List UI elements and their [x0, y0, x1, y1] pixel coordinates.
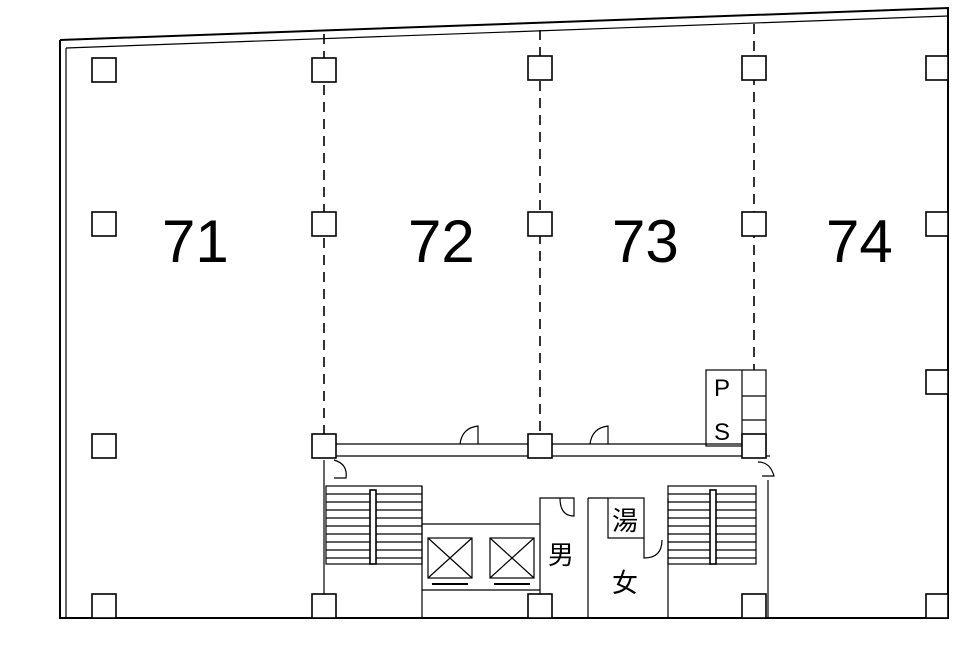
column: [741, 211, 767, 237]
column: [311, 593, 337, 619]
ps-label-bottom: S: [714, 419, 730, 446]
column: [527, 593, 553, 619]
column: [311, 211, 337, 237]
column: [925, 55, 949, 81]
kitchenette-label: 湯: [612, 507, 638, 537]
column: [925, 369, 949, 395]
womens-restroom: 湯 女: [588, 497, 669, 618]
mens-restroom: 男: [539, 497, 589, 618]
outer-walls: [59, 6, 949, 619]
column: [925, 211, 949, 237]
elevator-2: [489, 537, 535, 585]
elevator-1: [427, 537, 473, 585]
column: [741, 433, 767, 459]
unit-label-74: 74: [826, 208, 893, 275]
columns: [91, 55, 949, 619]
ps-shaft: P S: [705, 369, 767, 447]
unit-label-71: 71: [162, 208, 229, 275]
column: [91, 57, 117, 83]
column: [527, 211, 553, 237]
stair-right: [667, 485, 757, 565]
ps-label-top: P: [714, 375, 730, 402]
column: [91, 593, 117, 619]
core-area: 男 湯 女: [323, 459, 775, 618]
column: [91, 433, 117, 459]
column: [741, 55, 767, 81]
mens-label: 男: [548, 541, 574, 571]
column: [527, 433, 553, 459]
column: [925, 593, 949, 619]
column: [91, 211, 117, 237]
unit-labels: 71 72 73 74: [162, 208, 893, 275]
column: [311, 57, 337, 83]
column: [311, 433, 337, 459]
column: [741, 593, 767, 619]
womens-label: 女: [612, 569, 638, 599]
unit-label-73: 73: [612, 208, 679, 275]
unit-label-72: 72: [408, 208, 475, 275]
column: [527, 55, 553, 81]
elevator-hall: [422, 523, 540, 591]
stair-left: [325, 485, 423, 618]
